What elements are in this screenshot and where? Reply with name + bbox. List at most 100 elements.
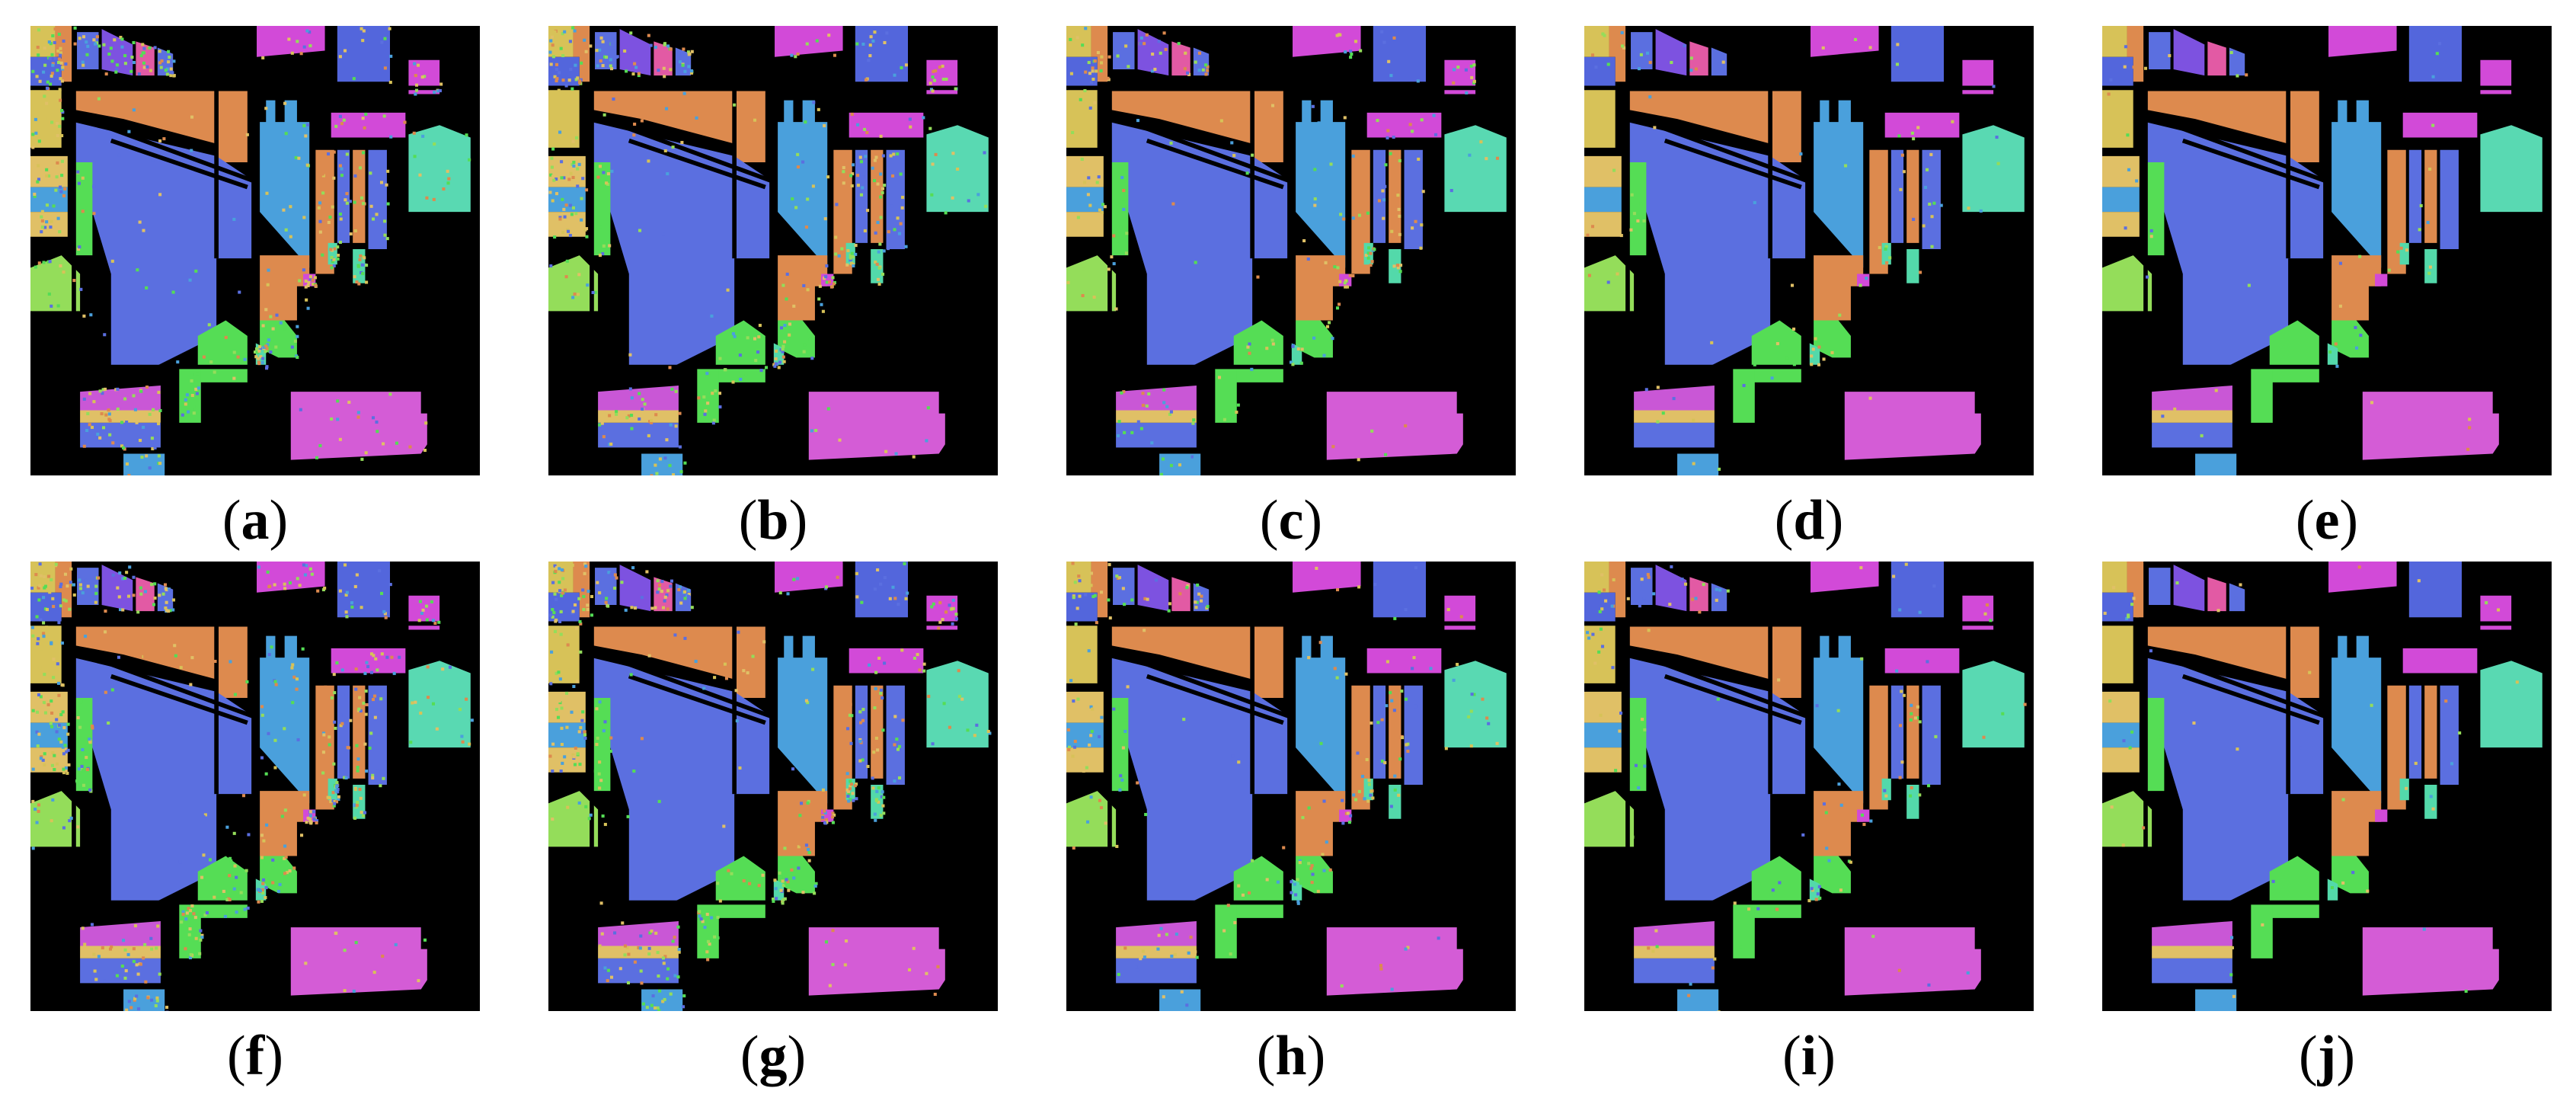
speckle-pixel <box>58 125 61 128</box>
speckle-pixel <box>570 88 574 91</box>
speckle-pixel <box>1162 401 1165 404</box>
speckle-pixel <box>800 802 803 805</box>
speckle-pixel <box>1076 698 1079 701</box>
speckle-pixel <box>356 757 360 760</box>
speckle-pixel <box>1120 176 1123 179</box>
speckle-pixel <box>724 663 727 666</box>
speckle-pixel <box>347 401 350 404</box>
speckle-pixel <box>1069 679 1072 682</box>
speckle-pixel <box>716 882 719 885</box>
speckle-pixel <box>136 963 139 966</box>
speckle-pixel <box>1143 955 1146 958</box>
speckle-pixel <box>2430 795 2433 798</box>
speckle-pixel <box>133 61 136 64</box>
speckle-pixel <box>585 235 588 238</box>
speckle-pixel <box>873 706 876 709</box>
speckle-pixel <box>571 296 574 299</box>
speckle-pixel <box>2135 179 2138 182</box>
speckle-pixel <box>1637 786 1640 789</box>
speckle-pixel <box>951 152 954 155</box>
speckle-pixel <box>765 366 768 369</box>
speckle-pixel <box>158 594 161 597</box>
speckle-pixel <box>1429 667 1432 670</box>
speckle-pixel <box>376 430 379 433</box>
speckle-pixel <box>314 284 317 287</box>
speckle-pixel <box>1830 351 1833 354</box>
speckle-pixel <box>1109 616 1112 619</box>
speckle-pixel <box>179 860 182 863</box>
speckle-pixel <box>1884 248 1887 251</box>
speckle-pixel <box>1588 274 1591 277</box>
speckle-pixel <box>664 462 667 466</box>
speckle-pixel <box>705 372 708 375</box>
speckle-pixel <box>1684 583 1687 586</box>
speckle-pixel <box>303 793 306 796</box>
speckle-pixel <box>190 149 193 152</box>
speckle-pixel <box>1903 694 1906 697</box>
speckle-pixel <box>641 119 644 122</box>
speckle-pixel <box>88 738 91 741</box>
speckle-pixel <box>246 133 249 136</box>
speckle-pixel <box>273 680 276 683</box>
speckle-pixel <box>1084 27 1087 30</box>
speckle-pixel <box>577 273 580 276</box>
speckle-pixel <box>170 68 173 71</box>
speckle-pixel <box>1344 50 1347 53</box>
speckle-pixel <box>355 941 358 944</box>
speckle-pixel <box>1989 619 1992 622</box>
speckle-pixel <box>575 627 578 630</box>
speckle-pixel <box>821 816 824 819</box>
speckle-pixel <box>1311 881 1314 884</box>
speckle-pixel <box>332 791 335 794</box>
speckle-pixel <box>1885 261 1888 264</box>
speckle-pixel <box>441 667 444 670</box>
speckle-pixel <box>735 689 738 692</box>
speckle-pixel <box>631 72 634 75</box>
speckle-pixel <box>195 937 198 940</box>
speckle-pixel <box>340 174 344 177</box>
speckle-pixel <box>116 388 119 391</box>
speckle-pixel <box>1271 104 1274 107</box>
speckle-pixel <box>423 939 427 942</box>
field-wheat <box>2146 162 2164 255</box>
speckle-pixel <box>1673 397 1676 400</box>
speckle-pixel <box>108 412 111 415</box>
speckle-pixel <box>1311 873 1314 876</box>
speckle-pixel <box>913 657 916 660</box>
speckle-pixel <box>1119 226 1122 229</box>
field-woods <box>1845 927 1981 996</box>
speckle-pixel <box>1450 189 1453 192</box>
speckle-pixel <box>139 587 142 590</box>
speckle-pixel <box>57 217 60 220</box>
speckle-pixel <box>58 230 61 233</box>
field-soybean-clean <box>2102 156 2140 187</box>
field-soybean-mintill <box>1373 26 1426 82</box>
speckle-pixel <box>864 155 867 158</box>
speckle-pixel <box>598 786 601 789</box>
speckle-pixel <box>307 817 310 820</box>
speckle-pixel <box>810 190 813 194</box>
field-soybean-mintill <box>337 562 390 617</box>
speckle-pixel <box>60 109 63 112</box>
speckle-pixel <box>663 42 666 45</box>
speckle-pixel <box>1369 722 1373 725</box>
speckle-pixel <box>1156 948 1159 951</box>
speckle-pixel <box>687 589 690 592</box>
speckle-pixel <box>1927 784 1930 787</box>
speckle-pixel <box>356 804 359 807</box>
field-alfalfa <box>30 623 62 685</box>
speckle-pixel <box>708 910 711 913</box>
speckle-pixel <box>109 419 112 422</box>
speckle-pixel <box>1091 66 1095 69</box>
speckle-pixel <box>1919 720 1922 723</box>
speckle-pixel <box>654 932 657 935</box>
speckle-pixel <box>225 336 228 339</box>
speckle-pixel <box>146 996 149 999</box>
speckle-pixel <box>57 621 60 624</box>
speckle-pixel <box>610 67 613 70</box>
speckle-pixel <box>1095 621 1098 624</box>
speckle-pixel <box>414 92 417 95</box>
speckle-pixel <box>607 969 610 972</box>
speckle-pixel <box>74 27 77 30</box>
speckle-pixel <box>31 800 34 803</box>
